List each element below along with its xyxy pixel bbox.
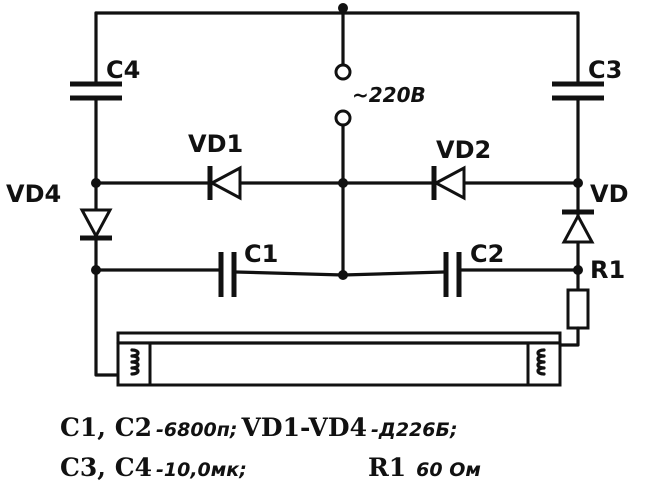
junction-center-mid bbox=[338, 178, 348, 188]
label-c3: C3 bbox=[588, 56, 622, 84]
caption-vd-value: -Д226Б; bbox=[371, 419, 458, 441]
label-c2: C2 bbox=[470, 240, 504, 268]
mains-terminal-bottom[interactable] bbox=[334, 109, 352, 127]
label-voltage: ~220В bbox=[352, 83, 426, 107]
label-vd4: VD4 bbox=[6, 180, 61, 208]
mains-terminal-top[interactable] bbox=[334, 63, 352, 81]
label-c1: C1 bbox=[244, 240, 278, 268]
caption-c3-c4-value: -10,0мк; bbox=[156, 459, 247, 481]
r1-resistor-symbol bbox=[566, 288, 590, 330]
wire-left-to-tube bbox=[94, 268, 120, 377]
caption-r1: R1 bbox=[368, 453, 406, 482]
vd2-diode-symbol bbox=[431, 165, 466, 201]
junction-center-low bbox=[338, 270, 348, 280]
caption-c1-c2-value: -6800п; bbox=[156, 419, 238, 441]
caption-c3-c4: C3, C4 bbox=[60, 453, 152, 482]
caption-vd1-vd4: VD1-VD4 bbox=[241, 413, 368, 442]
vd1-diode-symbol bbox=[207, 165, 242, 201]
caption-c1-c2: C1, C2 bbox=[60, 413, 152, 442]
label-c4: C4 bbox=[106, 56, 140, 84]
label-vd1: VD1 bbox=[188, 130, 243, 158]
vd4-diode-symbol bbox=[79, 181, 113, 272]
label-r1: R1 bbox=[590, 256, 625, 284]
label-vd2: VD2 bbox=[436, 136, 491, 164]
label-vd: VD bbox=[590, 180, 629, 208]
caption-line-2-right: R1 60 Ом bbox=[368, 453, 481, 482]
caption-line-1: C1, C2 -6800п; VD1-VD4 -Д226Б; bbox=[60, 413, 458, 442]
fluorescent-tube-symbol bbox=[116, 331, 562, 387]
caption-line-2: C3, C4 -10,0мк; bbox=[60, 453, 247, 482]
caption-r1-value: 60 Ом bbox=[416, 459, 481, 481]
junction-top bbox=[338, 3, 348, 13]
vd-diode-symbol bbox=[561, 181, 595, 272]
wire-r1-to-tube bbox=[558, 326, 580, 347]
